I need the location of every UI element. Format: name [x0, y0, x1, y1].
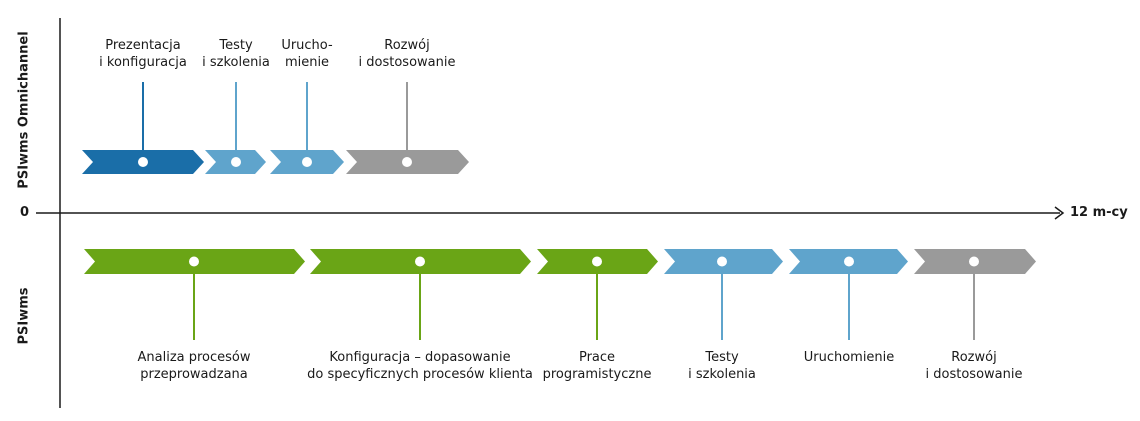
psiwms-phase-analiza-label: Analiza procesów przeprowadzana — [137, 349, 250, 383]
psiwms-phase-uruchomienie-dot — [844, 256, 854, 267]
psiwms-phase-prace-label-line: programistyczne — [542, 367, 652, 382]
psiwms-phase-analiza-label-line: Analiza procesów — [137, 350, 251, 365]
psiwms-phase-rozwoj-label-line: i dostosowanie — [925, 367, 1023, 382]
psiwms-phase-analiza-dot — [189, 256, 199, 267]
omnichannel-phase-rozwoj-label: Rozwój i dostosowanie — [359, 37, 456, 71]
psiwms-phase-uruchomienie-label-line: Uruchomienie — [803, 350, 895, 365]
omnichannel-phase-prezentacja-label-line: Prezentacja — [105, 38, 181, 53]
psiwms-phase-testy-dot — [717, 256, 727, 267]
omnichannel-phase-rozwoj-label-line: i dostosowanie — [358, 55, 456, 70]
psiwms-phase-prace-label: Prace programistyczne — [543, 349, 652, 383]
psiwms-phase-konfiguracja-label-line: do specyficznych procesów klienta — [307, 367, 533, 382]
phases-layer — [82, 82, 1036, 340]
psiwms-phase-testy-label: Testy i szkolenia — [688, 349, 756, 383]
omnichannel-phase-prezentacja-dot — [138, 157, 148, 167]
psiwms-phase-konfiguracja-label: Konfiguracja – dopasowanie do specyficzny… — [307, 349, 533, 383]
psiwms-phase-uruchomienie-label: Uruchomienie — [804, 349, 895, 366]
omnichannel-phase-uruchomienie-label-line: mienie — [284, 55, 330, 70]
psiwms-phase-analiza-label-line: przeprowadzana — [140, 367, 248, 382]
axis-end-label: 12 m-cy — [1070, 205, 1128, 220]
omnichannel-phase-testy-label-line: Testy — [219, 38, 253, 53]
omnichannel-phase-rozwoj-dot — [402, 157, 412, 167]
lane-label-psiwms: PSIwms — [16, 287, 32, 345]
psiwms-phase-testy-label-line: i szkolenia — [688, 367, 756, 382]
omnichannel-phase-testy-label-line: i szkolenia — [202, 55, 270, 70]
psiwms-phase-prace-dot — [592, 256, 602, 267]
lane-label-omnichannel: PSIwms Omnichannel — [16, 31, 32, 189]
omnichannel-phase-prezentacja-label: Prezentacja i konfiguracja — [99, 37, 187, 71]
psiwms-phase-konfiguracja-label-line: Konfiguracja – dopasowanie — [329, 350, 511, 365]
omnichannel-phase-uruchomienie-label: Urucho-mienie — [281, 37, 332, 71]
axis-zero-label: 0 — [20, 205, 30, 220]
psiwms-phase-rozwoj-label-line: Rozwój — [951, 350, 997, 365]
omnichannel-phase-uruchomienie-dot — [302, 157, 312, 167]
omnichannel-phase-testy-dot — [231, 157, 241, 167]
psiwms-phase-rozwoj-dot — [969, 256, 979, 267]
psiwms-phase-rozwoj-label: Rozwój i dostosowanie — [926, 349, 1023, 383]
psiwms-phase-prace-label-line: Prace — [578, 350, 616, 365]
omnichannel-phase-testy-label: Testy i szkolenia — [202, 37, 270, 71]
time-axis-arrowhead — [1054, 206, 1065, 220]
psiwms-phase-testy-label-line: Testy — [705, 350, 739, 365]
omnichannel-phase-prezentacja-label-line: i konfiguracja — [99, 55, 187, 70]
omnichannel-phase-uruchomienie-label-line: Urucho- — [281, 38, 333, 53]
psiwms-phase-konfiguracja-dot — [415, 256, 425, 267]
omnichannel-phase-rozwoj-label-line: Rozwój — [384, 38, 430, 53]
